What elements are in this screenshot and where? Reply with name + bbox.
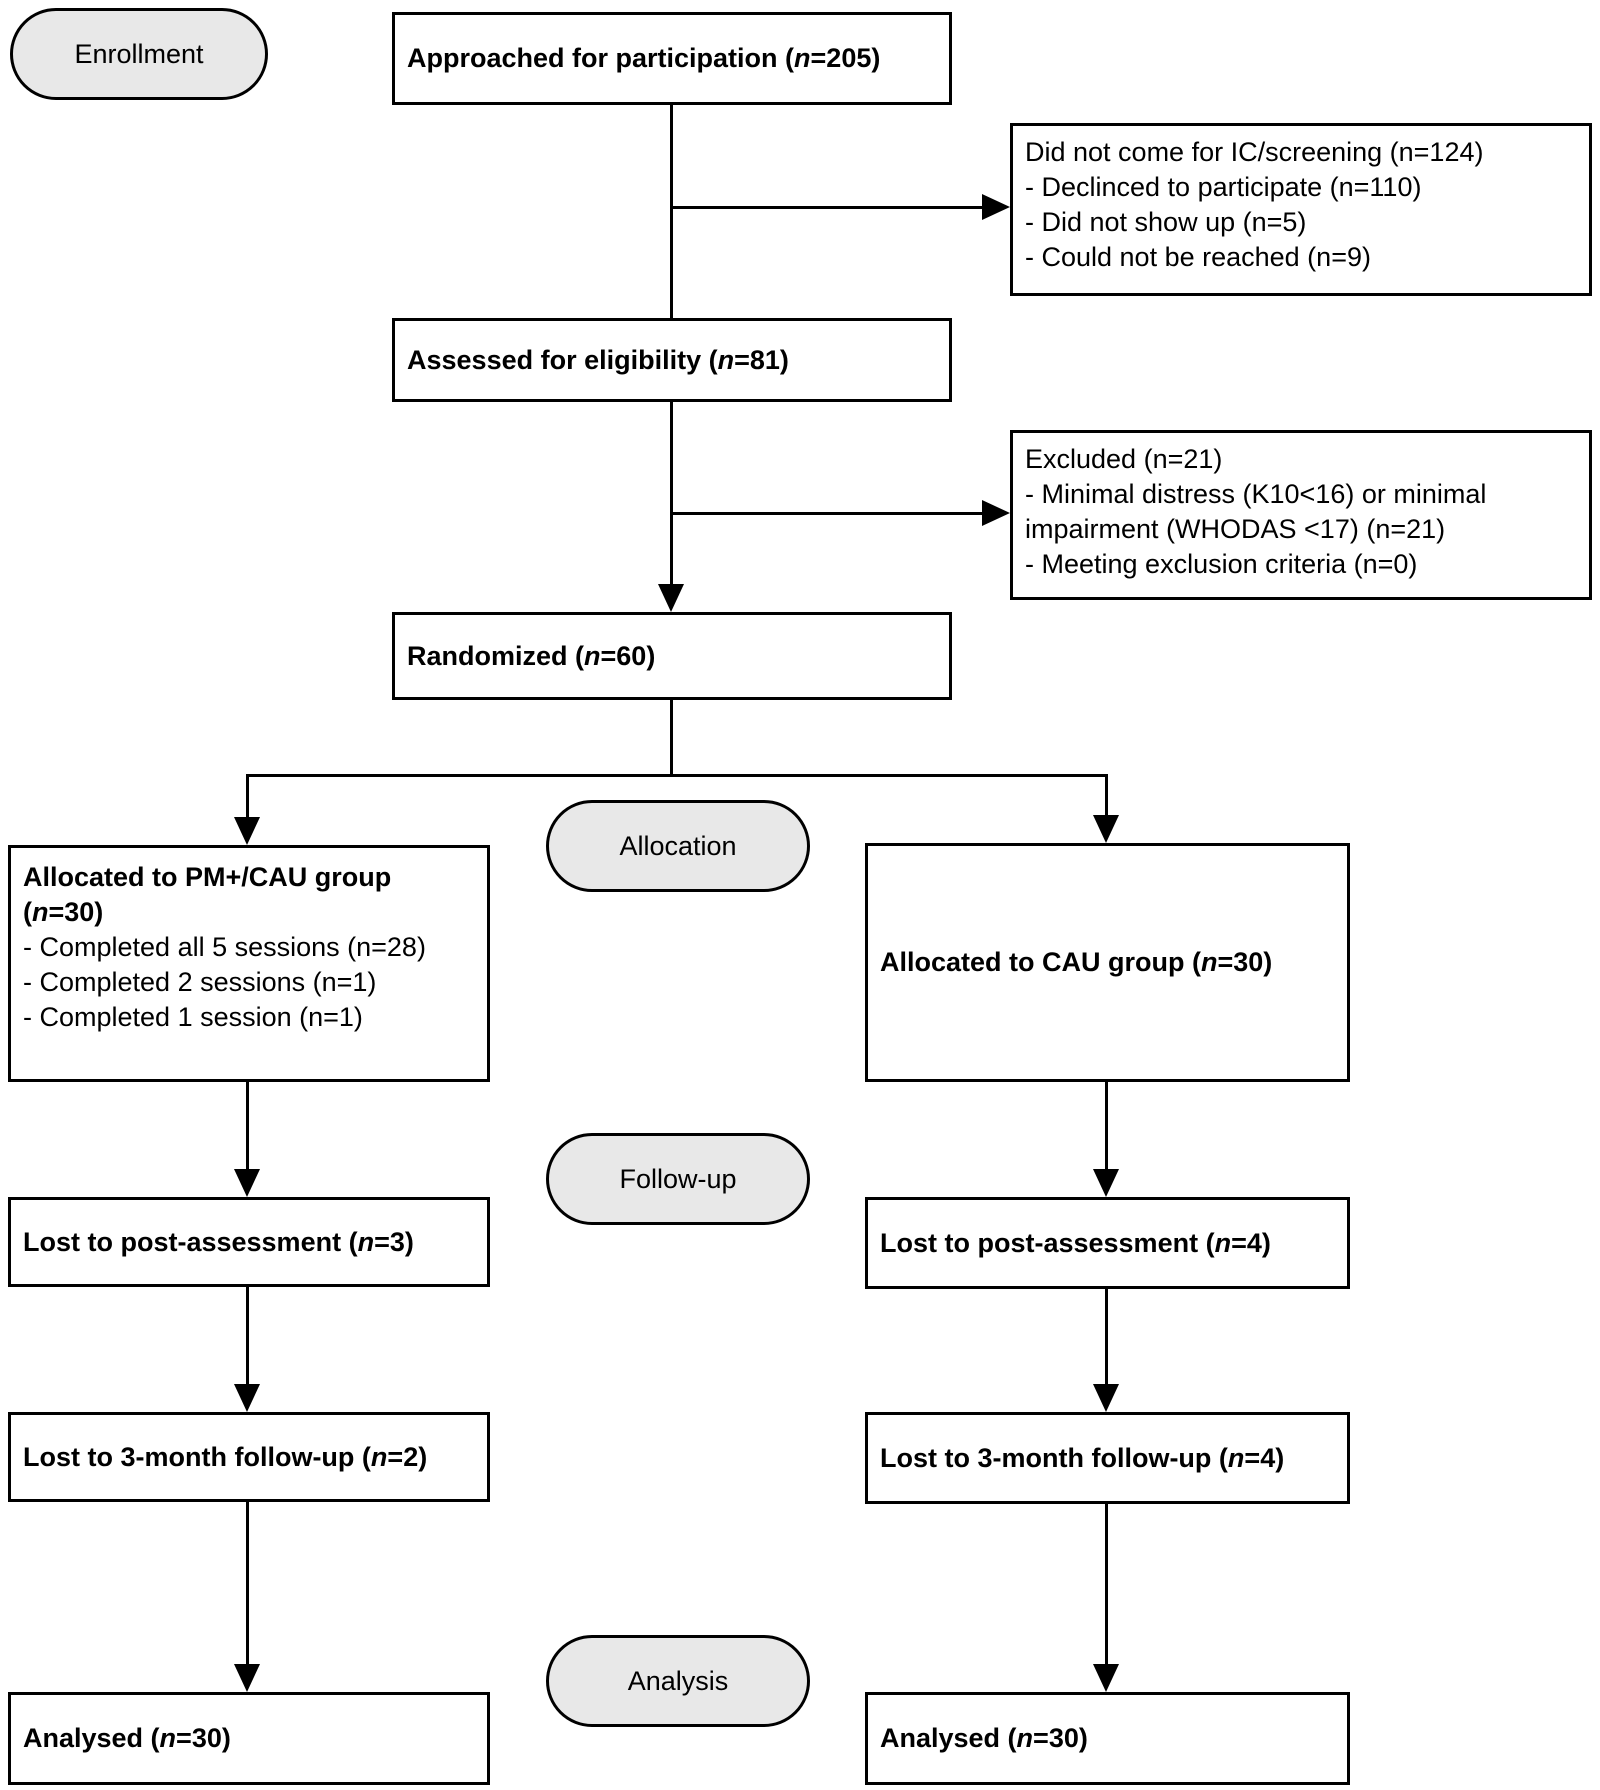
pm-cau-item: - Completed 1 session (n=1) [23, 1002, 363, 1032]
arrowhead-cau [1093, 815, 1119, 843]
stage-label-analysis: Analysis [627, 1665, 729, 1696]
connector-to-excluded [672, 512, 984, 515]
analysed-right-label: Analysed (n=30) [880, 1723, 1088, 1753]
not-come-item: - Did not show up (n=5) [1025, 207, 1307, 237]
connector-pm-cau-to-lost-post [246, 1082, 249, 1171]
lost-post-left-label: Lost to post-assessment (n=3) [23, 1226, 414, 1257]
analysed-right-box: Analysed (n=30) [865, 1692, 1350, 1785]
connector-3m-to-analysed-left [246, 1502, 249, 1666]
arrowhead-analysed-right [1093, 1664, 1119, 1692]
excluded-item: - Minimal distress (K10<16) or minimal i… [1025, 479, 1487, 544]
excluded-item: - Meeting exclusion criteria (n=0) [1025, 549, 1418, 579]
cau-box: Allocated to CAU group (n=30) [865, 843, 1350, 1082]
arrowhead-lost-post-right [1093, 1169, 1119, 1197]
arrowhead-not-come [982, 194, 1010, 220]
stage-label-enrollment: Enrollment [74, 38, 204, 69]
not-come-title: Did not come for IC/screening (n=124) [1025, 137, 1484, 167]
lost-post-right-label: Lost to post-assessment (n=4) [880, 1227, 1271, 1258]
lost-post-right-box: Lost to post-assessment (n=4) [865, 1197, 1350, 1289]
connector-branch-to-cau [1105, 774, 1108, 817]
connector-assessed-to-randomized [670, 402, 673, 586]
lost-3m-right-label: Lost to 3-month follow-up (n=4) [880, 1442, 1285, 1473]
connector-branch-horizontal [247, 774, 1108, 777]
randomized-label: Randomized (n=60) [407, 640, 656, 671]
lost-post-left-box: Lost to post-assessment (n=3) [8, 1197, 490, 1287]
lost-3m-left-label: Lost to 3-month follow-up (n=2) [23, 1441, 428, 1472]
stage-label-allocation: Allocation [619, 830, 737, 861]
arrowhead-randomized [658, 584, 684, 612]
excluded-box: Excluded (n=21) - Minimal distress (K10<… [1010, 430, 1592, 600]
connector-lost-post-to-3m-left [246, 1287, 249, 1386]
not-come-item: - Could not be reached (n=9) [1025, 242, 1371, 272]
cau-label: Allocated to CAU group (n=30) [880, 947, 1273, 977]
connector-lost-post-to-3m-right [1105, 1289, 1108, 1386]
arrowhead-analysed-left [234, 1664, 260, 1692]
arrowhead-lost-3m-left [234, 1384, 260, 1412]
pm-cau-item: - Completed 2 sessions (n=1) [23, 967, 377, 997]
arrowhead-lost-post-left [234, 1169, 260, 1197]
connector-to-not-come [672, 206, 984, 209]
approached-box: Approached for participation (n=205) [392, 12, 952, 105]
connector-cau-to-lost-post [1105, 1082, 1108, 1171]
not-come-box: Did not come for IC/screening (n=124) - … [1010, 123, 1592, 296]
stage-pill-analysis: Analysis [546, 1635, 810, 1727]
pm-cau-title: Allocated to PM+/CAU group (n=30) [23, 862, 392, 927]
excluded-title: Excluded (n=21) [1025, 444, 1223, 474]
connector-randomized-to-branch [670, 700, 673, 777]
approached-label: Approached for participation (n=205) [407, 43, 881, 73]
lost-3m-left-box: Lost to 3-month follow-up (n=2) [8, 1412, 490, 1502]
not-come-item: - Declinced to participate (n=110) [1025, 172, 1422, 202]
pm-cau-item: - Completed all 5 sessions (n=28) [23, 932, 426, 962]
analysed-left-box: Analysed (n=30) [8, 1692, 490, 1785]
connector-approached-to-assessed [670, 105, 673, 318]
stage-label-followup: Follow-up [619, 1163, 737, 1194]
lost-3m-right-box: Lost to 3-month follow-up (n=4) [865, 1412, 1350, 1504]
connector-branch-to-pm-cau [246, 774, 249, 819]
assessed-label: Assessed for eligibility (n=81) [407, 344, 789, 375]
stage-pill-followup: Follow-up [546, 1133, 810, 1225]
pm-cau-box: Allocated to PM+/CAU group (n=30) - Comp… [8, 845, 490, 1082]
analysed-left-label: Analysed (n=30) [23, 1723, 231, 1753]
randomized-box: Randomized (n=60) [392, 612, 952, 700]
assessed-box: Assessed for eligibility (n=81) [392, 318, 952, 402]
arrowhead-pm-cau [234, 817, 260, 845]
arrowhead-lost-3m-right [1093, 1384, 1119, 1412]
stage-pill-enrollment: Enrollment [10, 8, 268, 100]
stage-pill-allocation: Allocation [546, 800, 810, 892]
arrowhead-excluded [982, 500, 1010, 526]
connector-3m-to-analysed-right [1105, 1504, 1108, 1666]
